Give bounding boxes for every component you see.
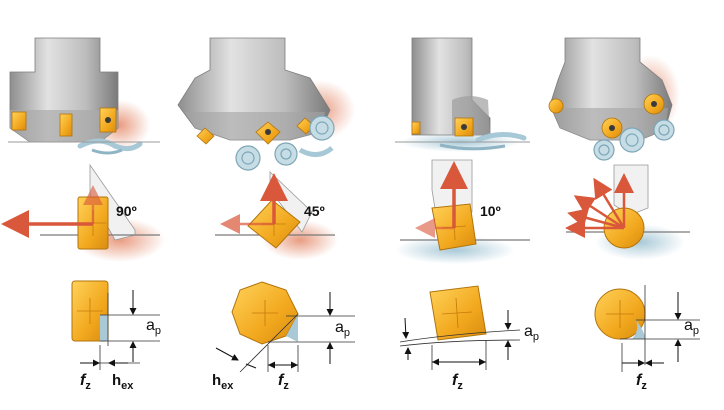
fz-base: f [452, 372, 458, 389]
hex-base: h [112, 372, 122, 389]
cutter-90 [8, 37, 160, 155]
ap-label-3: ap [524, 323, 539, 343]
detail-45 [215, 281, 355, 373]
cutter-round [548, 37, 680, 161]
section-45 [215, 171, 338, 260]
ap-base: a [146, 317, 155, 334]
fz-base: f [636, 372, 642, 389]
detail-90 [71, 280, 160, 370]
hex-base: h [212, 372, 222, 389]
hex-label-2: hex [212, 372, 233, 392]
fz-sub: z [85, 380, 91, 393]
ap-sub: p [343, 327, 351, 340]
panel-45-deg: 45º [177, 37, 355, 373]
hex-sub: ex [221, 380, 234, 392]
ap-base: a [335, 319, 344, 336]
hex-sub: ex [121, 380, 134, 392]
panel-90-deg: 90º [1, 37, 165, 370]
detail-10 [399, 285, 521, 370]
fz-label-4: fz [636, 372, 647, 392]
ap-base: a [524, 323, 533, 340]
cutter-10 [395, 37, 530, 152]
fz-label-1: fz [80, 372, 91, 392]
ap-sub: p [692, 325, 700, 338]
angle-label-10: 10º [480, 203, 501, 219]
fz-sub: z [283, 380, 289, 393]
fz-label-3: fz [452, 372, 463, 392]
ap-label-2: ap [335, 319, 350, 339]
section-round [565, 164, 690, 260]
section-90 [1, 163, 165, 262]
fz-label-2: fz [278, 372, 289, 392]
section-10 [395, 159, 530, 264]
panel-10-deg: 10º [395, 37, 530, 370]
panel-round-insert [548, 37, 700, 372]
ap-base: a [684, 317, 693, 334]
cutter-45 [177, 37, 355, 171]
ap-label-1: ap [146, 317, 161, 337]
ap-label-4: ap [684, 317, 699, 337]
detail-round [594, 285, 700, 372]
fz-base: f [80, 372, 86, 389]
fz-sub: z [641, 380, 647, 393]
fz-base: f [278, 372, 284, 389]
fz-sub: z [457, 380, 463, 393]
ap-sub: p [154, 325, 162, 338]
angle-label-45: 45º [304, 203, 325, 219]
angle-label-90: 90º [116, 203, 137, 219]
hex-label-1: hex [112, 372, 133, 392]
ap-sub: p [532, 331, 540, 344]
